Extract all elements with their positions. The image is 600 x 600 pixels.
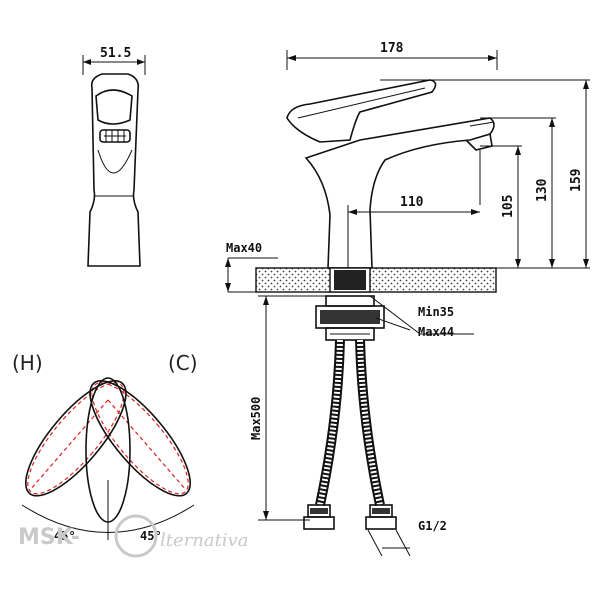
hole-max-label: Max44 <box>418 325 454 339</box>
front-width-label: 51.5 <box>100 46 131 61</box>
deck-max-label: Max40 <box>226 241 262 255</box>
side-view: 178 110 105 130 159 <box>225 41 590 557</box>
connection-label: G1/2 <box>418 519 447 533</box>
lever-height-label: 130 <box>535 178 550 202</box>
spout-reach-label: 110 <box>400 195 424 210</box>
hot-label: (H) <box>12 351 43 375</box>
total-height-label: 159 <box>569 169 584 192</box>
watermark-right: lternativa <box>160 530 248 551</box>
front-view: 51.5 <box>82 46 146 267</box>
hole-min-label: Min35 <box>418 305 454 319</box>
side-length-label: 178 <box>380 41 404 56</box>
spout-height-label: 105 <box>501 195 516 218</box>
watermark-left: MSK- <box>18 525 80 550</box>
handle-rotation-view: (H) (C) 45° 45° <box>12 351 198 543</box>
angle-right-label: 45° <box>140 529 162 543</box>
watermark: MSK- lternativa <box>18 514 248 558</box>
cold-label: (C) <box>168 351 198 375</box>
hose-length-label: Max500 <box>249 397 263 440</box>
angle-left-label: 45° <box>54 529 76 543</box>
